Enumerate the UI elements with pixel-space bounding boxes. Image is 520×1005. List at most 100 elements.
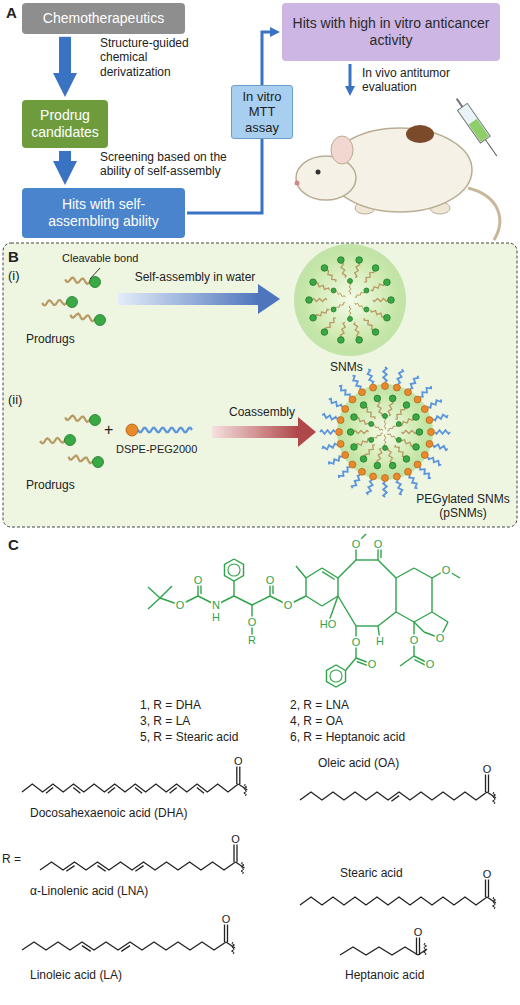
- lipid-head: [337, 440, 344, 447]
- component-label: Prodrugs: [26, 478, 75, 492]
- prodrug-head: [384, 279, 391, 286]
- carbon-chain: [22, 784, 238, 792]
- process-arrow-shaft: [118, 293, 258, 305]
- atom-label: O: [230, 834, 241, 845]
- compound-label: 4, R = OA: [290, 714, 343, 728]
- panel-letter: C: [8, 536, 19, 554]
- bond: [346, 658, 357, 671]
- chain-name: α-Linolenic acid (LNA): [30, 884, 148, 898]
- prodrug-head: [351, 444, 358, 451]
- bond: [337, 578, 338, 596]
- nanoparticle: [320, 367, 450, 497]
- lipid-head: [370, 473, 377, 480]
- lipid-head: [414, 461, 421, 468]
- sub-panel-label: (i): [8, 268, 20, 284]
- bond: [396, 612, 414, 622]
- carbonyl-bond: [224, 922, 225, 942]
- process-box: Hits with self-assembling ability: [22, 188, 185, 238]
- double-bond: [66, 866, 74, 872]
- prodrug-head: [364, 288, 369, 293]
- lipid-head: [421, 406, 428, 413]
- peg-chain: [322, 444, 336, 450]
- prodrug-head: [403, 456, 410, 463]
- peg-chain: [383, 367, 387, 382]
- carbonyl-bond: [236, 764, 237, 784]
- prodrug-head: [348, 317, 353, 322]
- atom-label: O: [482, 869, 493, 880]
- carbonyl-bond: [419, 935, 420, 955]
- double-bond: [97, 866, 105, 872]
- assay-box: In vitro MTT assay: [231, 85, 293, 140]
- lipid-head: [428, 429, 435, 436]
- step-label: In vivo antitumor evaluation: [362, 66, 482, 95]
- nanoparticle-glow: [337, 384, 433, 480]
- bond: [414, 612, 432, 622]
- carbon-chain: [22, 942, 226, 950]
- lipid-head: [414, 396, 421, 403]
- atom-label: O: [193, 575, 204, 586]
- flow-arrow: [59, 151, 71, 161]
- chain-name: Heptanoic acid: [345, 968, 424, 982]
- benzene-ring: [326, 665, 345, 687]
- bond: [306, 568, 322, 578]
- bond: [431, 578, 432, 612]
- flow-arrow: [59, 37, 71, 73]
- lipid-head: [421, 452, 428, 459]
- atom-label: O: [233, 756, 244, 767]
- chain-name: Linoleic acid (LA): [30, 968, 122, 982]
- prodrug-head: [306, 297, 313, 304]
- prodrug-head: [374, 462, 381, 469]
- bond: [414, 568, 432, 578]
- component-label: DSPE-PEG2000: [116, 443, 197, 456]
- bond: [148, 587, 160, 598]
- lipid-head: [393, 384, 400, 391]
- peg-chain: [428, 400, 441, 408]
- atom-label: O: [221, 914, 232, 925]
- process-arrow-head: [258, 284, 280, 314]
- attachment-wave: [232, 942, 235, 954]
- annotation: Cleavable bond: [62, 252, 138, 265]
- compound-label: 2, R = LNA: [290, 698, 349, 712]
- result-box: Hits with high in vitro anticancer activ…: [282, 3, 500, 61]
- process-box: Chemotherapeutics: [22, 3, 185, 34]
- peg-chain: [420, 467, 431, 478]
- fatty-acid-chain: [22, 764, 247, 796]
- peg-chain: [322, 414, 336, 420]
- bond: [378, 612, 396, 626]
- plus-sign: +: [104, 420, 113, 439]
- fatty-acid-chain: [340, 935, 427, 955]
- chain-name: Docosahexaenoic acid (DHA): [30, 806, 187, 820]
- lipid-head: [349, 396, 356, 403]
- syringe-plunger: [457, 99, 463, 107]
- fatty-acid-chain: [40, 842, 245, 874]
- prodrug-head: [331, 288, 336, 293]
- prodrug-head: [416, 429, 423, 436]
- prodrug-head: [351, 414, 358, 421]
- bond: [414, 622, 424, 632]
- bond: [233, 581, 234, 596]
- atom-label: O: [351, 637, 362, 648]
- prodrug-head: [389, 462, 396, 469]
- atom-label: O: [367, 659, 378, 670]
- atom-label: O: [413, 927, 424, 938]
- atom-label: R: [247, 635, 257, 646]
- syringe-liquid: [469, 119, 489, 142]
- carbon-chain: [300, 897, 487, 905]
- double-bond: [82, 946, 91, 952]
- fatty-acid-chain: [300, 772, 496, 804]
- peg-chain: [410, 376, 418, 389]
- prodrug-head: [347, 429, 354, 436]
- bond: [395, 578, 396, 612]
- atom-label: O: [425, 659, 436, 670]
- peg-chain: [353, 376, 361, 389]
- carbon-chain: [300, 792, 487, 800]
- peg-chain: [433, 415, 447, 421]
- bond: [252, 596, 270, 605]
- substituent-label: R =: [2, 852, 21, 866]
- step-arrow: [349, 64, 352, 86]
- panel-b-art: [40, 244, 450, 497]
- mouse-illustration: [295, 125, 500, 240]
- prodrug-head: [364, 307, 369, 312]
- atom-label: O: [283, 600, 294, 611]
- compound-label: 1, R = DHA: [140, 698, 201, 712]
